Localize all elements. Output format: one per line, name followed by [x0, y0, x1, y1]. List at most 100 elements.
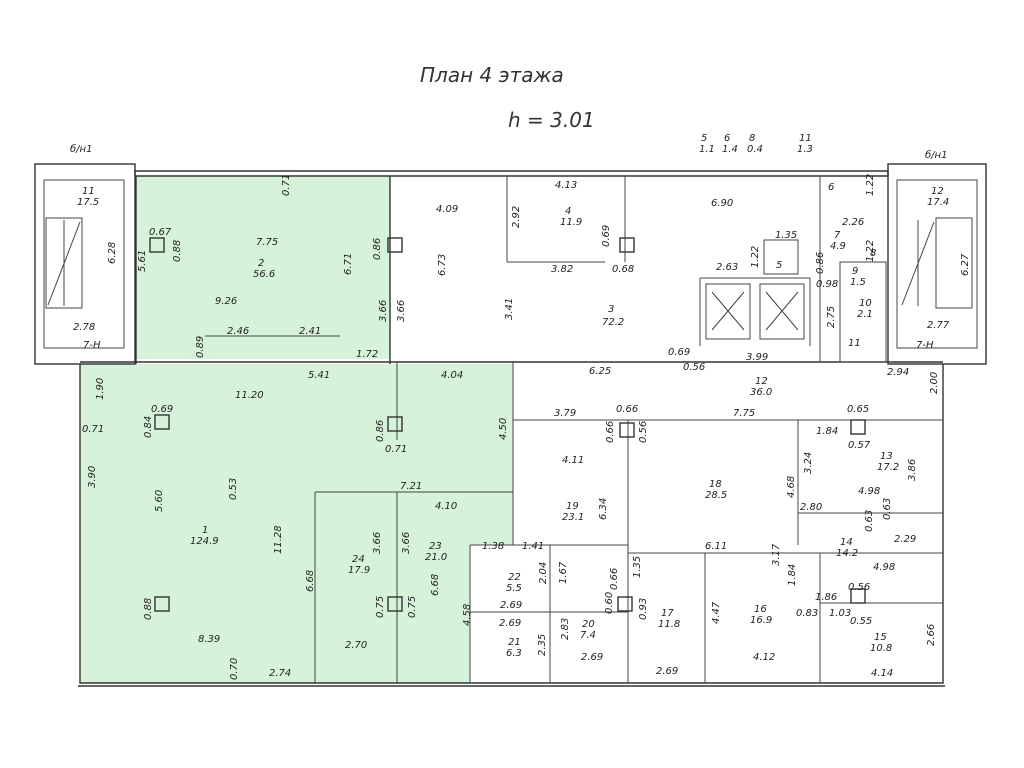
- dimension: 3.66: [378, 300, 389, 322]
- room-number: 23: [429, 541, 442, 552]
- room-area: 11.9: [560, 217, 582, 228]
- dimension: 2.74: [269, 668, 291, 679]
- dimension: 0.88: [172, 240, 183, 262]
- dimension: 4.58: [462, 604, 473, 626]
- stair-right-inner: [896, 179, 978, 349]
- column: [387, 237, 403, 253]
- stair-left-label: б/н1: [70, 143, 92, 155]
- stair-right-outline: [887, 163, 987, 365]
- dimension: 3.41: [504, 298, 515, 320]
- room-area: 124.9: [190, 536, 219, 547]
- room-number: 22: [508, 572, 521, 583]
- room-area: 11.8: [658, 619, 680, 630]
- dimension: 1.84: [787, 564, 798, 586]
- dimension: 1.72: [356, 349, 378, 360]
- room-number: 4: [565, 206, 571, 217]
- dimension: 6.11: [705, 541, 727, 552]
- dimension: 0.69: [151, 404, 173, 415]
- small-room-label: 11: [848, 338, 861, 349]
- room-number: 7: [834, 230, 841, 241]
- room-number: 14: [840, 537, 853, 548]
- dimension: 3.99: [746, 352, 768, 363]
- dimension: 0.71: [385, 444, 407, 455]
- room-area: 17.2: [877, 462, 899, 473]
- elevator-left-x2: [711, 291, 745, 331]
- dimension: 0.56: [638, 421, 649, 443]
- dimension: 2.66: [926, 624, 937, 646]
- room-number: 19: [566, 501, 579, 512]
- room-area: 23.1: [562, 512, 584, 523]
- stair-left-inner: [43, 179, 125, 349]
- dimension: 0.66: [605, 421, 616, 443]
- dimension: 0.55: [850, 616, 872, 627]
- elevator-right: [759, 283, 805, 340]
- room-area: 4.9: [830, 241, 846, 252]
- dimension: 7.75: [733, 408, 755, 419]
- dimension: 2.83: [560, 618, 571, 640]
- dimension: 4.10: [435, 501, 457, 512]
- stair-left-flight: [45, 217, 83, 309]
- column: [850, 588, 866, 604]
- dimension: 6.27: [960, 253, 971, 276]
- dimension: 5.61: [137, 250, 148, 272]
- dimension: 0.66: [609, 568, 620, 590]
- dimension: 9.26: [215, 296, 237, 307]
- header-code-area: 1.4: [722, 144, 738, 155]
- dimension: 0.69: [668, 347, 690, 358]
- room-1-highlight: [80, 364, 513, 683]
- room-area: 6.3: [506, 648, 522, 659]
- header-code-num: 5: [701, 133, 707, 144]
- dimension: 4.13: [555, 180, 577, 191]
- stair-right-label: б/н1: [925, 149, 947, 161]
- dimension: 7.21: [400, 481, 422, 492]
- dimension: 2.69: [499, 618, 521, 629]
- building-outline: [134, 170, 889, 177]
- room-area: 56.6: [253, 269, 275, 280]
- dimension: 3.17: [771, 543, 782, 566]
- dimension: 7.75: [256, 237, 278, 248]
- dimension: 3.24: [803, 452, 814, 474]
- room-number: 21: [508, 637, 521, 648]
- dimension: 2.70: [345, 640, 367, 651]
- dimension: 2.69: [500, 600, 522, 611]
- dimension: 0.84: [143, 416, 154, 438]
- dimension: 2.04: [538, 562, 549, 584]
- dimension: 0.89: [195, 336, 206, 358]
- plan-title: План 4 этажа: [420, 63, 564, 87]
- dimension: 6.68: [430, 574, 441, 596]
- dimension: 1.84: [816, 426, 838, 437]
- dimension: 0.93: [638, 598, 649, 620]
- height-label: h = 3.01: [508, 108, 595, 132]
- room-area: 17.9: [348, 565, 370, 576]
- dimension: 1.86: [815, 592, 837, 603]
- dimension: 0.69: [601, 225, 612, 247]
- header-code-area: 1.3: [797, 144, 813, 155]
- column: [850, 419, 866, 435]
- dimension: 0.67: [149, 227, 172, 238]
- dimension: 3.66: [401, 532, 412, 554]
- column: [619, 237, 635, 253]
- room-number: 15: [874, 632, 887, 643]
- dimension: 8.39: [198, 634, 220, 645]
- dimension: 0.63: [864, 510, 875, 532]
- dimension: 0.75: [375, 596, 386, 618]
- dimension: 2.77: [927, 320, 950, 331]
- room-area: 7.4: [580, 630, 596, 641]
- room-area: 72.2: [602, 317, 624, 328]
- dimension: 1.22: [750, 246, 761, 268]
- dimension: 4.50: [498, 418, 509, 440]
- dimension: 1.41: [522, 541, 544, 552]
- dimension: 0.66: [616, 404, 638, 415]
- dimension: 1.67: [558, 561, 569, 584]
- dimension: 0.60: [604, 592, 615, 614]
- dimension: 3.66: [396, 300, 407, 322]
- dimension: 4.68: [786, 476, 797, 498]
- dimension: 2.41: [299, 326, 321, 337]
- dimension: 0.63: [882, 498, 893, 520]
- dimension: 5.41: [308, 370, 330, 381]
- interior-walls: [80, 176, 943, 683]
- room-number: 12: [931, 186, 944, 197]
- header-code-area: 0.4: [747, 144, 763, 155]
- dimension: 0.88: [143, 598, 154, 620]
